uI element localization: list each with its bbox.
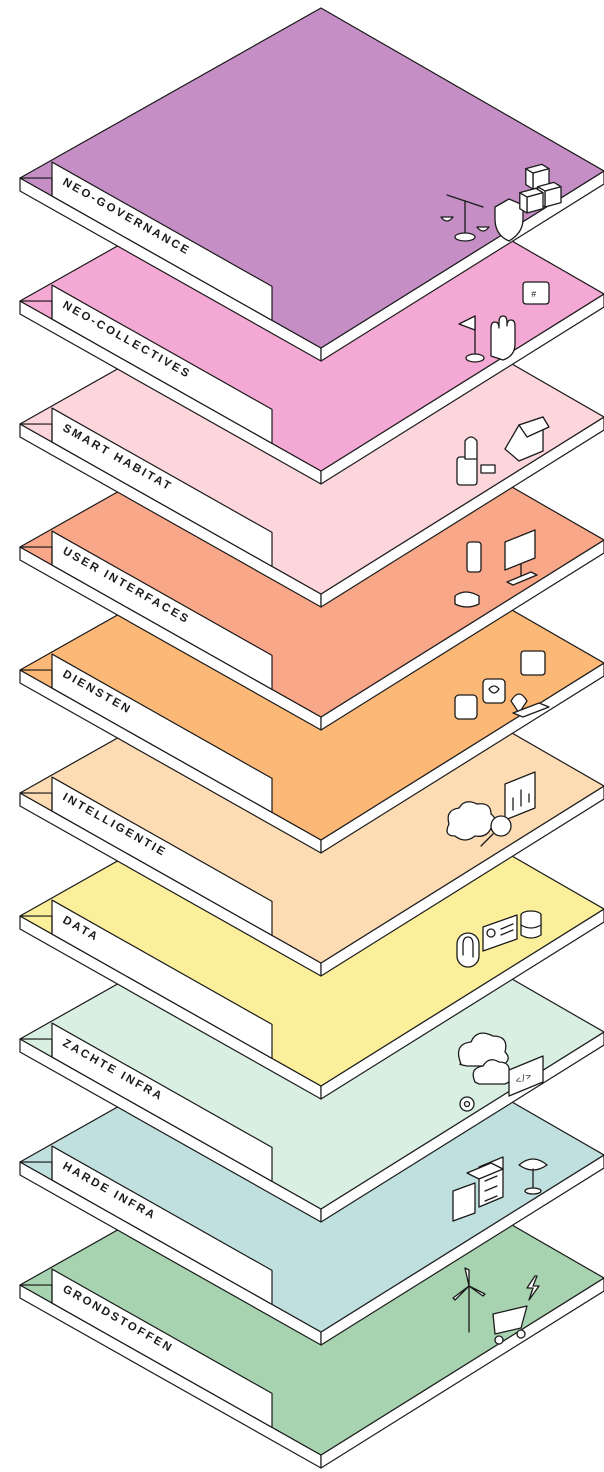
- hash-glyph: #: [531, 290, 537, 300]
- layer-label-strip: [51, 407, 273, 567]
- governance-icon: [440, 163, 562, 242]
- intelligence-icon: [446, 771, 536, 847]
- layer-label-notch: [19, 1038, 53, 1058]
- layer-label-strip: [51, 530, 273, 690]
- layer-label-strip: [51, 776, 273, 936]
- layer-neo-governance: NEO-GOVERNANCE: [19, 7, 604, 362]
- habitat-icon: [456, 416, 550, 486]
- layer-label-notch: [19, 1161, 53, 1181]
- layer-label-strip: [51, 899, 273, 1059]
- layer-label-strip: [51, 1145, 273, 1305]
- layer-label-strip: [51, 161, 273, 321]
- collectives-icon: #: [458, 281, 550, 363]
- layer-label-notch: [19, 423, 53, 443]
- layer-label-notch: [19, 1284, 53, 1304]
- layer-label-notch: [19, 300, 53, 320]
- layer-label-strip: [51, 1268, 273, 1428]
- layer-label-strip: [51, 653, 273, 813]
- layer-label-notch: [19, 177, 53, 197]
- layer-label-strip: [51, 284, 273, 444]
- resources-icon: [452, 1267, 540, 1345]
- icon-part: [525, 163, 550, 174]
- layer-label-notch: [19, 915, 53, 935]
- icon-part: [519, 187, 544, 198]
- software-icon: </>: [457, 1032, 544, 1112]
- layer-label-notch: [19, 792, 53, 812]
- icon-part: [537, 181, 562, 192]
- services-icon: [454, 650, 550, 720]
- devices-icon: [454, 529, 538, 608]
- layer-label-notch: [19, 546, 53, 566]
- layer-label-notch: [19, 669, 53, 689]
- hardware-icon: [452, 1156, 548, 1222]
- layer-label-strip: [51, 1022, 273, 1182]
- layer-top-face: [19, 7, 604, 349]
- data-icon: [456, 910, 542, 968]
